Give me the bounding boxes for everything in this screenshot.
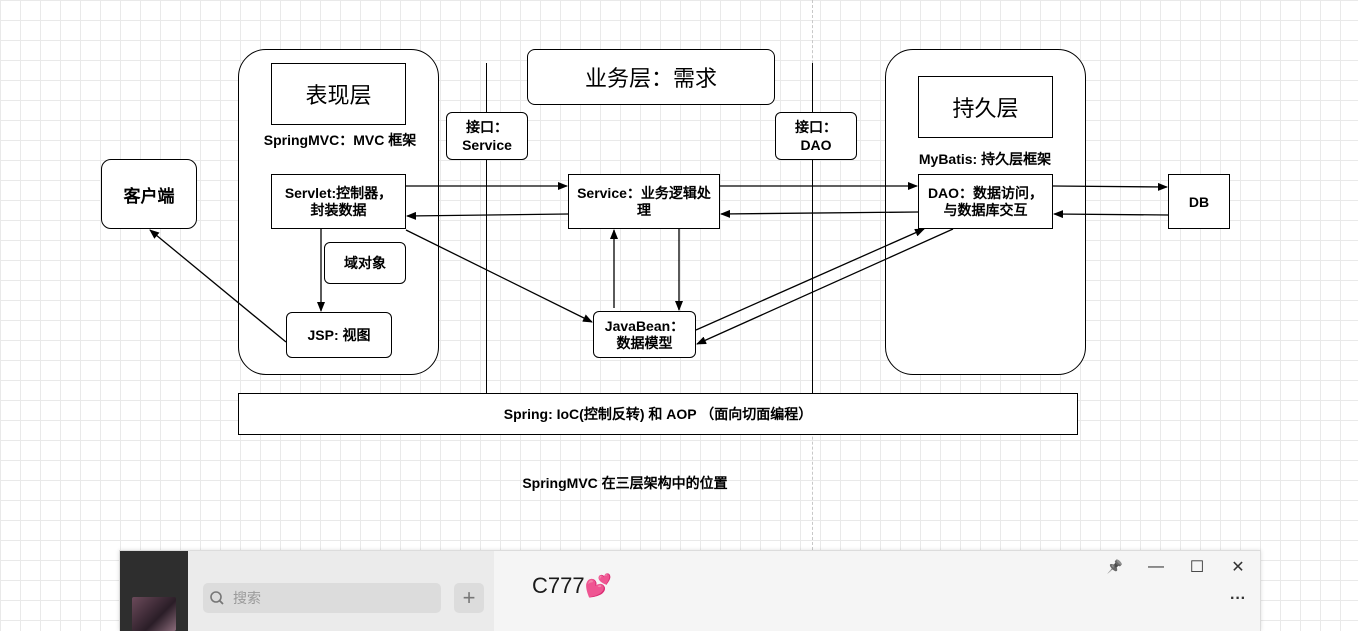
- javabean-node[interactable]: JavaBean： 数据模型: [593, 311, 696, 358]
- spring-ioc-aop-bar[interactable]: Spring: IoC(控制反转) 和 AOP （面向切面编程）: [238, 393, 1078, 435]
- jsp-view-node[interactable]: JSP: 视图: [286, 312, 392, 358]
- dao-interface-line1: 接口：: [795, 119, 837, 135]
- pin-icon[interactable]: 📌: [1106, 559, 1124, 574]
- contact-name: C777💕: [532, 573, 612, 598]
- database-node[interactable]: DB: [1168, 174, 1230, 229]
- diagram-caption: SpringMVC 在三层架构中的位置: [522, 475, 728, 491]
- close-button[interactable]: ✕: [1231, 559, 1245, 576]
- chat-sidebar: [120, 551, 188, 631]
- avatar[interactable]: [132, 597, 176, 631]
- service-line2: 理: [637, 201, 651, 218]
- connector-arrows: [149, 182, 1169, 345]
- arrow-dao-to-javabean: [696, 228, 954, 345]
- maximize-button[interactable]: ☐: [1189, 559, 1205, 576]
- servlet-line2: 封装数据: [310, 201, 367, 218]
- separator-line-left: [486, 63, 487, 393]
- dao-interface-node[interactable]: 接口： DAO: [775, 112, 857, 160]
- arrow-dao-to-service: [720, 209, 919, 218]
- service-interface-node[interactable]: 接口： Service: [446, 112, 528, 160]
- presentation-framework-label: SpringMVC：MVC 框架: [263, 132, 417, 148]
- business-layer-title[interactable]: 业务层：需求: [527, 49, 775, 105]
- client-node[interactable]: 客户端: [101, 159, 197, 229]
- servlet-node[interactable]: Servlet:控制器， 封装数据: [271, 174, 406, 229]
- arrow-servlet-to-javabean: [405, 229, 593, 323]
- javabean-line1: JavaBean：: [604, 317, 685, 334]
- dao-interface-line2: DAO: [800, 137, 832, 153]
- add-chat-button[interactable]: +: [454, 583, 484, 613]
- arrow-dao-to-db: [1052, 182, 1168, 191]
- service-interface-line2: Service: [462, 137, 512, 153]
- domain-object-node[interactable]: 域对象: [324, 242, 406, 284]
- arrow-jsp-to-client: [149, 229, 287, 343]
- persistence-framework-label: MyBatis: 持久层框架: [918, 151, 1052, 167]
- dao-node[interactable]: DAO：数据访问， 与数据库交互: [918, 174, 1053, 229]
- service-line1: Service：业务逻辑处: [577, 184, 711, 201]
- arrow-javabean-to-dao: [695, 228, 925, 331]
- presentation-layer-title[interactable]: 表现层: [271, 63, 406, 125]
- servlet-line1: Servlet:控制器，: [284, 184, 393, 201]
- separator-line-right: [812, 63, 813, 393]
- javabean-line2: 数据模型: [616, 334, 673, 351]
- persistence-layer-title[interactable]: 持久层: [918, 76, 1053, 138]
- dao-line1: DAO：数据访问，: [927, 184, 1044, 201]
- chat-window: 搜索 + C777💕 📌 — ☐ ✕ ···: [119, 550, 1261, 631]
- minimize-button[interactable]: —: [1148, 558, 1164, 575]
- dao-line2: 与数据库交互: [943, 201, 1028, 218]
- search-placeholder: 搜索: [233, 590, 261, 606]
- chat-list-panel: 搜索 +: [188, 551, 494, 631]
- search-icon: [210, 591, 224, 605]
- service-node[interactable]: Service：业务逻辑处 理: [568, 174, 720, 229]
- service-interface-line1: 接口：: [466, 119, 508, 135]
- arrow-db-to-dao: [1053, 210, 1169, 219]
- more-options-button[interactable]: ···: [1230, 590, 1246, 607]
- arrow-service-to-servlet: [406, 211, 569, 220]
- search-input[interactable]: 搜索: [203, 583, 441, 613]
